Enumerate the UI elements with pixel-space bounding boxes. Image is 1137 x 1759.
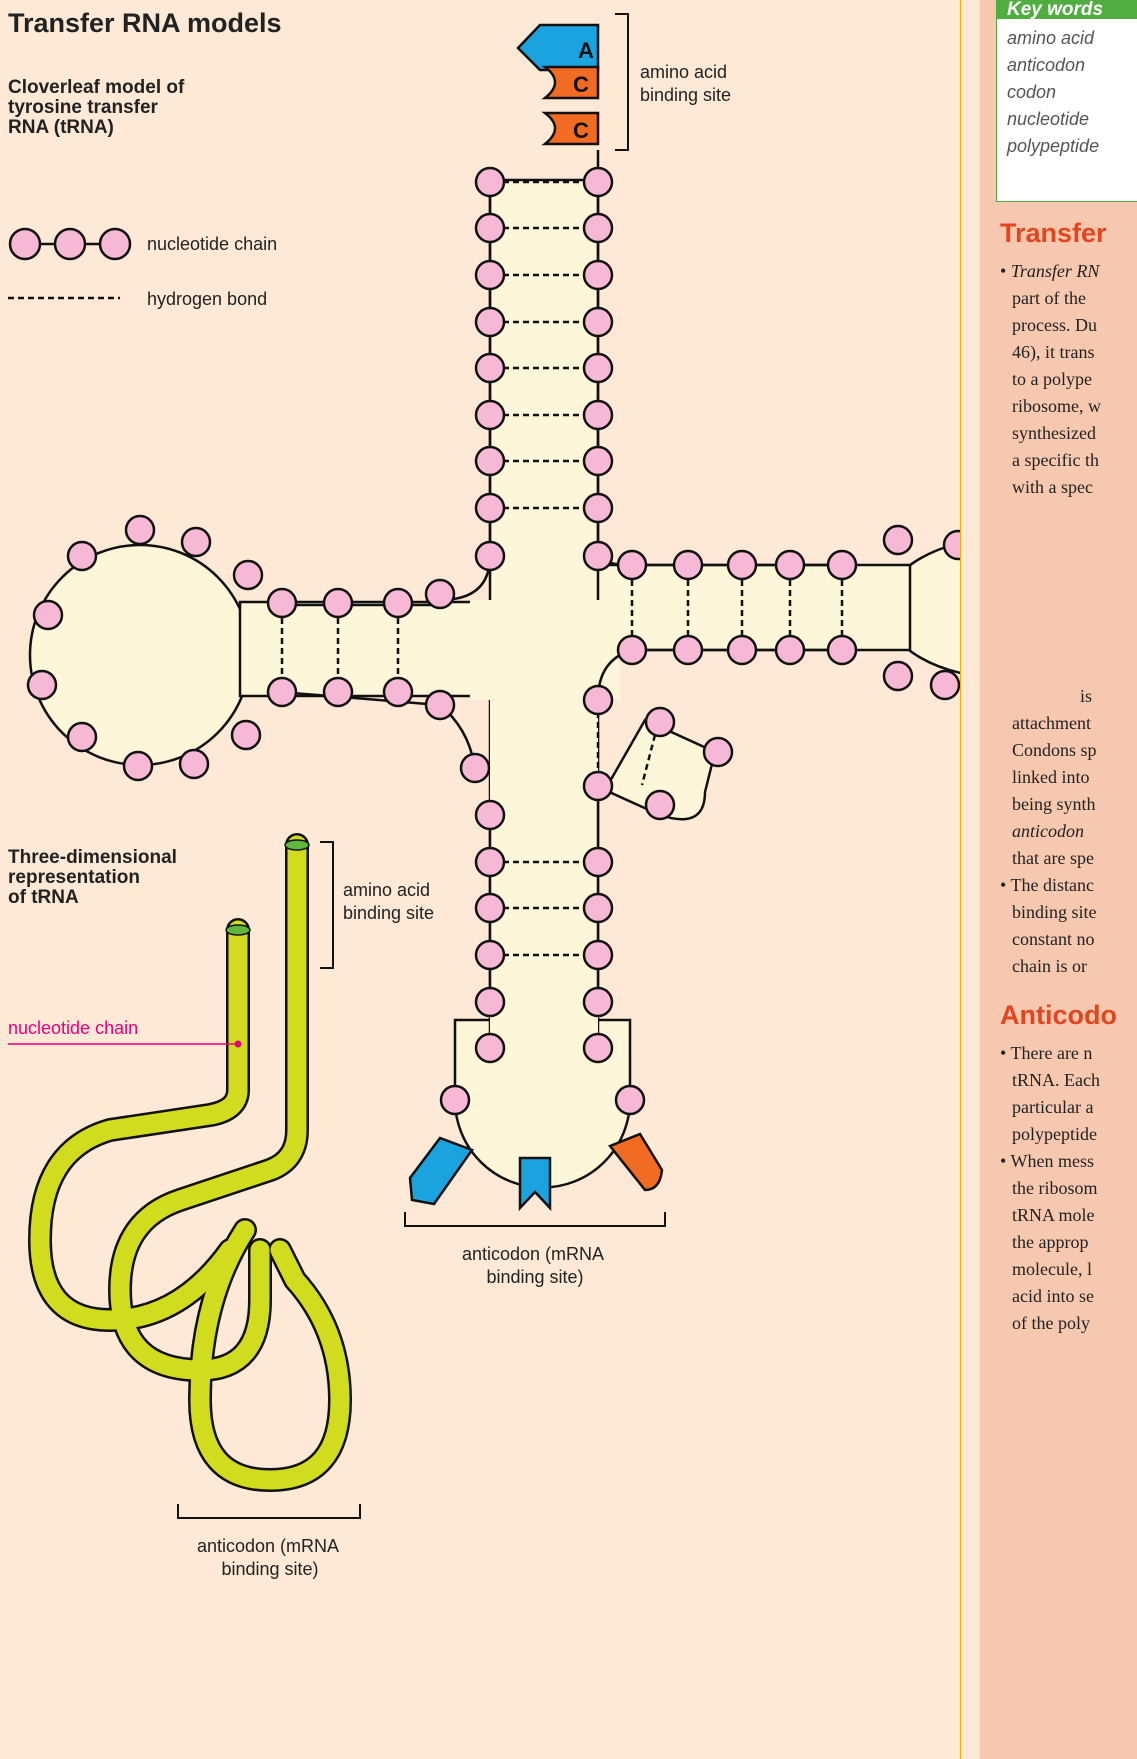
para2-line: is bbox=[1000, 683, 1137, 710]
key-words-header: Key words bbox=[997, 1, 1137, 19]
trna-diagram: Transfer RNA models Cloverleaf model of … bbox=[0, 0, 960, 1759]
key-word: codon bbox=[1007, 79, 1137, 106]
anticodon-label: anticodon (mRNA binding site) bbox=[462, 1244, 608, 1287]
tube-end-lower bbox=[226, 925, 250, 935]
key-words-list: amino acid anticodon codon nucleotide po… bbox=[997, 19, 1137, 166]
para1-line: part of the bbox=[1000, 285, 1137, 312]
sidebar-para-4: • There are n tRNA. Each particular a po… bbox=[1000, 1040, 1137, 1148]
legend-nucleotide-icon bbox=[10, 229, 130, 259]
key-word: anticodon bbox=[1007, 52, 1137, 79]
sidebar-para-5: • When mess the ribosom tRNA mole the ap… bbox=[1000, 1148, 1137, 1337]
legend-hydrogen-label: hydrogen bond bbox=[147, 289, 267, 309]
sidebar: Key words amino acid anticodon codon nuc… bbox=[980, 0, 1137, 1759]
para4-line: polypeptide bbox=[1000, 1121, 1137, 1148]
para2-line: being synth bbox=[1000, 791, 1137, 818]
page-title: Transfer RNA models bbox=[8, 8, 282, 38]
para3-line: binding site bbox=[1000, 899, 1137, 926]
threed-heading: Three-dimensional representation of tRNA bbox=[8, 847, 182, 908]
base-c2-label: C bbox=[573, 118, 589, 143]
threed-nucleotide-label: nucleotide chain bbox=[8, 1018, 138, 1038]
sidebar-divider bbox=[960, 0, 961, 1759]
para1-line: 46), it trans bbox=[1000, 339, 1137, 366]
para5-line: acid into se bbox=[1000, 1283, 1137, 1310]
para4-line: There are n bbox=[1010, 1043, 1092, 1063]
sidebar-heading-transfer: Transfer bbox=[1000, 218, 1107, 249]
para5-line: the approp bbox=[1000, 1229, 1137, 1256]
legend-nucleotide-label: nucleotide chain bbox=[147, 234, 277, 254]
threed-anticodon-label: anticodon (mRNA binding site) bbox=[197, 1536, 343, 1579]
para1-line: Transfer RN bbox=[1011, 261, 1100, 281]
tube-end-top bbox=[285, 840, 309, 850]
para5-line: of the poly bbox=[1000, 1310, 1137, 1337]
key-words-box: Key words amino acid anticodon codon nuc… bbox=[996, 0, 1137, 202]
amino-label: amino acid binding site bbox=[640, 62, 732, 105]
base-c1-label: C bbox=[573, 72, 589, 97]
sidebar-para-1: • Transfer RN part of the process. Du 46… bbox=[1000, 258, 1137, 501]
key-word: polypeptide bbox=[1007, 133, 1137, 160]
para1-line: with a spec bbox=[1000, 474, 1137, 501]
threed-tube bbox=[40, 845, 340, 1480]
para3-line: The distanc bbox=[1010, 875, 1093, 895]
threed-amino-bracket bbox=[320, 842, 333, 968]
sidebar-para-2: is attachment Condons sp linked into bei… bbox=[1000, 683, 1137, 872]
para3-line: constant no bbox=[1000, 926, 1137, 953]
para5-line: the ribosom bbox=[1000, 1175, 1137, 1202]
para1-line: a specific th bbox=[1000, 447, 1137, 474]
base-c2-shape bbox=[545, 113, 598, 144]
para2-line: linked into bbox=[1000, 764, 1137, 791]
para4-line: tRNA. Each bbox=[1000, 1067, 1137, 1094]
para3-line: chain is or bbox=[1000, 953, 1137, 980]
base-a-label: A bbox=[578, 38, 594, 63]
threed-anticodon-bracket bbox=[178, 1504, 360, 1518]
para1-line: process. Du bbox=[1000, 312, 1137, 339]
base-c1-shape bbox=[545, 67, 598, 98]
pointer-dot bbox=[235, 1041, 242, 1048]
para2-line: anticodon bbox=[1000, 818, 1137, 845]
para1-line: ribosome, w bbox=[1000, 393, 1137, 420]
para2-line: that are spe bbox=[1000, 845, 1137, 872]
para1-line: synthesized bbox=[1000, 420, 1137, 447]
anticodon-bracket bbox=[405, 1212, 665, 1226]
amino-bracket bbox=[615, 14, 628, 150]
para5-line: molecule, l bbox=[1000, 1256, 1137, 1283]
para1-line: to a polype bbox=[1000, 366, 1137, 393]
key-word: nucleotide bbox=[1007, 106, 1137, 133]
para4-line: particular a bbox=[1000, 1094, 1137, 1121]
para2-line: Condons sp bbox=[1000, 737, 1137, 764]
para2-line: attachment bbox=[1000, 710, 1137, 737]
para5-line: When mess bbox=[1010, 1151, 1093, 1171]
sidebar-heading-anticodon: Anticodo bbox=[1000, 1000, 1117, 1031]
acc-bases: A C C bbox=[518, 25, 598, 144]
key-word: amino acid bbox=[1007, 25, 1137, 52]
sidebar-para-3: • The distanc binding site constant no c… bbox=[1000, 872, 1137, 980]
cloverleaf-heading: Cloverleaf model of tyrosine transfer RN… bbox=[8, 77, 190, 138]
threed-amino-label: amino acid binding site bbox=[343, 880, 435, 923]
para5-line: tRNA mole bbox=[1000, 1202, 1137, 1229]
legend: nucleotide chain hydrogen bond bbox=[8, 229, 277, 309]
